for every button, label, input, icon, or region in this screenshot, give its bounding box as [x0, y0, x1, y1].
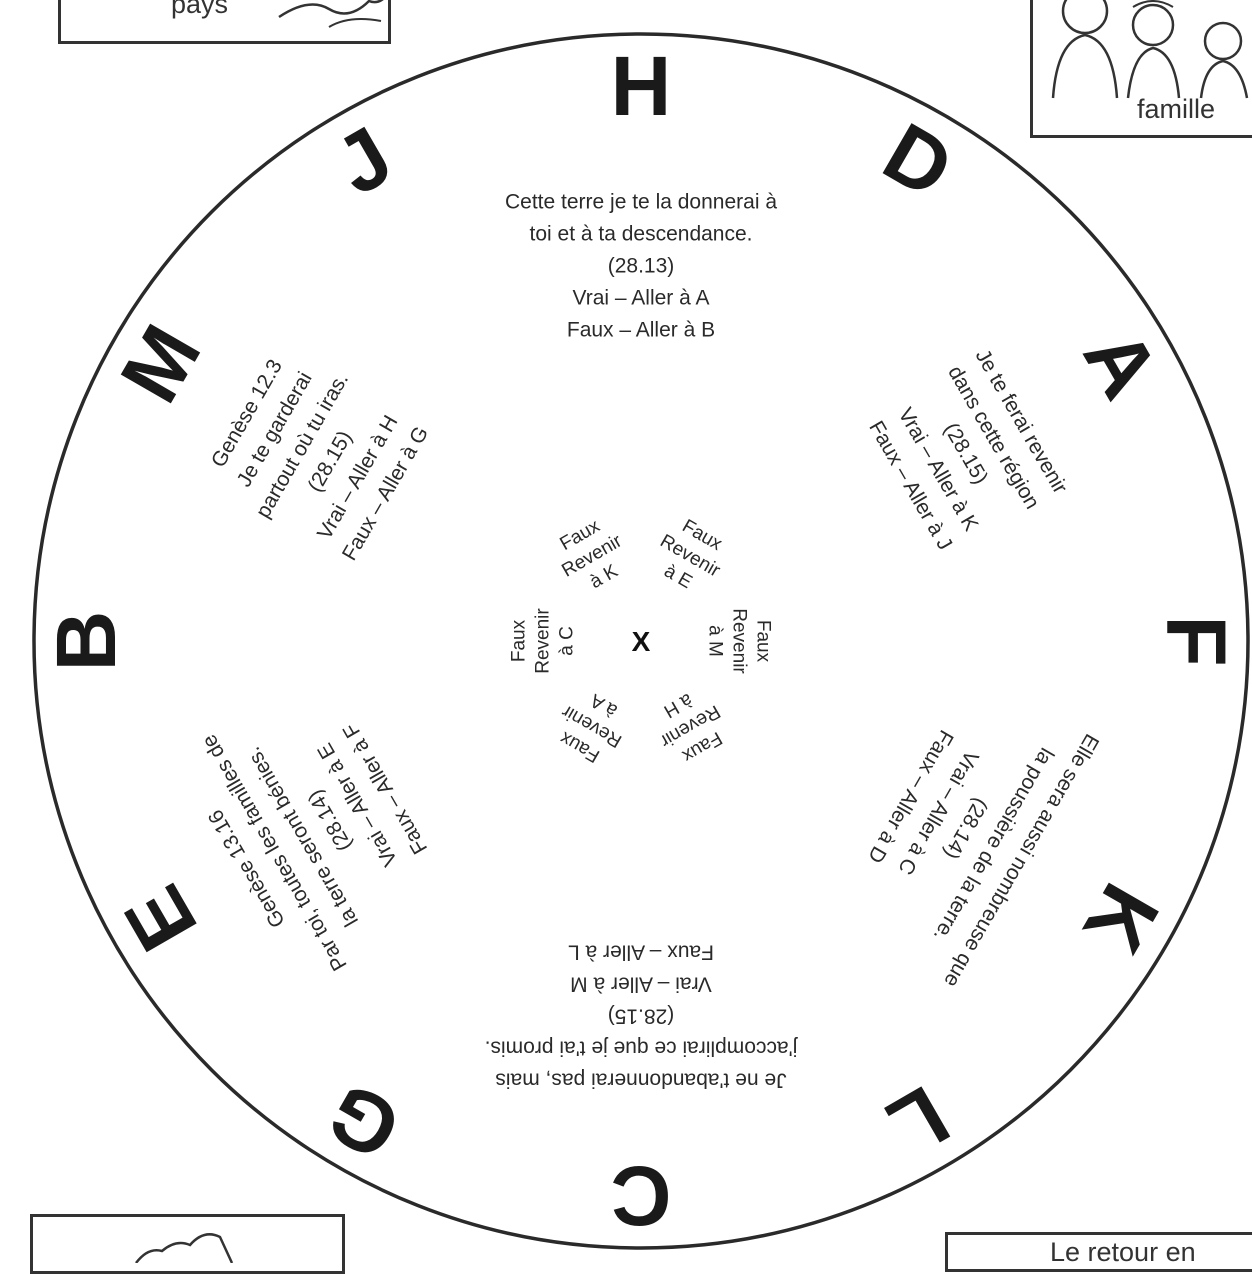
center-answer-line: Revenir	[729, 608, 750, 674]
ring-letter-f: F	[1149, 615, 1243, 666]
clue-line: Vrai – Aller à A	[573, 287, 710, 310]
clue-line: Vrai – Aller à M	[570, 973, 712, 996]
clue-block: Je ne t'abandonnerai pas, mais j'accompli…	[485, 941, 799, 1092]
clue-line: Cette terre je te la donnerai à	[505, 191, 777, 214]
ring-letter-b: B	[39, 611, 133, 672]
clue-line: toi et à ta descendance.	[530, 223, 753, 246]
clue-line: (28.13)	[608, 255, 675, 278]
ring-letter-j: J	[320, 108, 407, 213]
ring-letter-l: L	[873, 1068, 964, 1175]
ring-letter-e: E	[106, 871, 215, 967]
clue-line: Faux – Aller à B	[567, 319, 715, 342]
clue-line: Faux – Aller à L	[568, 941, 714, 964]
center-answer-line: à M	[705, 625, 726, 657]
clue-line: Je ne t'abandonnerai pas, mais	[495, 1069, 786, 1092]
ring-letter-m: M	[102, 310, 218, 418]
clue-block: Cette terre je te la donnerai à toi et à …	[505, 191, 777, 342]
clue-line: (28.15)	[608, 1005, 675, 1028]
ring-letter-c: C	[611, 1149, 672, 1243]
center-answer-line: à C	[557, 626, 578, 656]
clue-line: j'accomplirai ce que je t'ai promis.	[485, 1037, 799, 1060]
center-answer-line: Faux	[753, 620, 774, 663]
center-answer-line: Revenir	[533, 608, 554, 674]
center-answer-line: Faux	[509, 619, 530, 662]
ring-letter-h: H	[611, 39, 672, 133]
center-x-label: X	[632, 626, 651, 657]
